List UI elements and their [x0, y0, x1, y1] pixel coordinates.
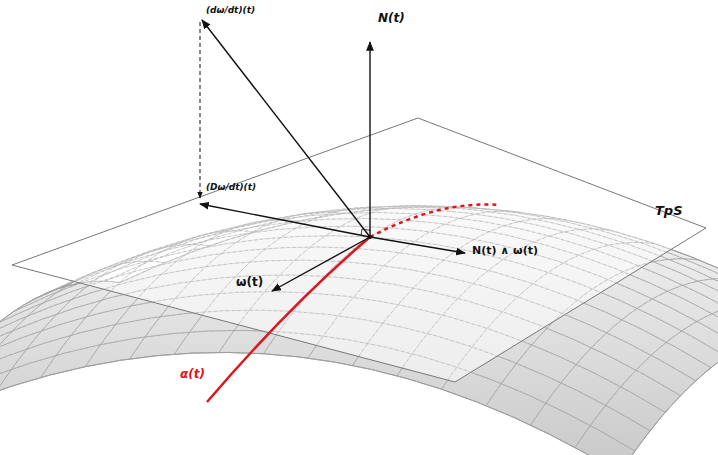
grid-line — [0, 275, 681, 396]
grid-line — [0, 281, 120, 428]
grid-line — [90, 206, 718, 327]
binormal-vector — [370, 237, 465, 253]
grid-line — [0, 330, 635, 451]
plane-label: TpS — [655, 204, 683, 218]
grid-line — [174, 207, 387, 354]
grid-line — [620, 326, 718, 455]
grid-line — [486, 259, 699, 406]
curve-alpha — [207, 237, 370, 402]
vector-label: N(t) ∧ ω(t) — [472, 245, 538, 257]
grid-line — [0, 310, 650, 431]
vector-label: (Dω/dt)(t) — [206, 183, 256, 193]
grid-line — [41, 231, 254, 378]
grid-line — [105, 206, 718, 327]
grid-line — [85, 220, 298, 367]
grid-line — [130, 212, 343, 359]
grid-line — [0, 292, 665, 413]
vector-label: ω(t) — [236, 276, 263, 289]
omega-vector — [272, 237, 370, 291]
grid-line — [531, 278, 718, 425]
derivative-vector — [202, 20, 370, 237]
covariant-derivative-vector — [200, 204, 370, 237]
grid-line — [44, 219, 718, 340]
normal-vector — [369, 42, 370, 237]
grid-line — [397, 229, 610, 376]
grid-line — [308, 211, 521, 358]
vector-label: (dω/dt)(t) — [206, 6, 255, 16]
grid-line — [75, 208, 718, 329]
hidden-grid — [0, 206, 718, 455]
grid-line — [0, 247, 711, 368]
grid-line — [442, 242, 655, 389]
grid-line — [14, 236, 718, 357]
vector-label: N(t) — [378, 12, 405, 25]
grid-line — [620, 326, 718, 455]
curve-label: α(t) — [180, 368, 205, 381]
grid-line — [59, 213, 718, 334]
right-angle-mark — [361, 229, 371, 236]
curve-alpha-hidden — [370, 204, 500, 237]
tangent-plane — [12, 118, 706, 382]
grid-line — [0, 261, 165, 408]
grid-line — [120, 207, 718, 328]
grid-line — [0, 352, 620, 455]
grid-line — [0, 244, 209, 391]
projection-line — [200, 22, 201, 198]
point-p — [368, 235, 372, 239]
grid-line — [352, 219, 565, 366]
grid-line — [29, 226, 718, 347]
